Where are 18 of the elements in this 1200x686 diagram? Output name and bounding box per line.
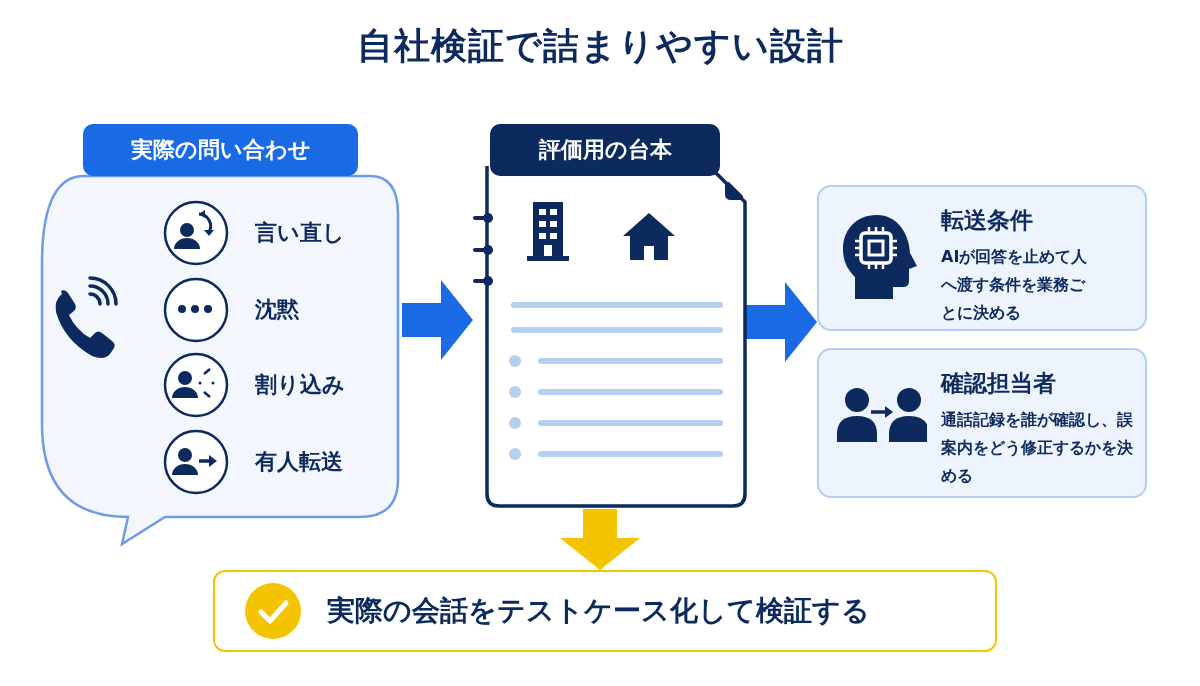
arrow <box>402 280 473 360</box>
card-description: AIが回答を止めて人へ渡す条件を業務ごとに決める <box>941 246 1089 324</box>
arrow <box>746 282 817 362</box>
info-card <box>817 185 1147 331</box>
result-box <box>213 570 997 652</box>
card-heading: 確認担当者 <box>941 369 1056 398</box>
result-text: 実際の会話をテストケース化して検証する <box>327 593 870 629</box>
item-label: 言い直し <box>255 219 345 247</box>
item-label: 沈黙 <box>255 296 299 324</box>
title: 自社検証で詰まりやすい設計 <box>355 24 845 68</box>
heading-tab: 評価用の台本 <box>490 124 720 176</box>
heading-tab: 実際の問い合わせ <box>83 124 358 176</box>
item-label: 有人転送 <box>255 448 343 476</box>
card-heading: 転送条件 <box>941 206 1033 235</box>
info-card <box>817 348 1147 498</box>
item-label: 割り込み <box>255 371 345 399</box>
arrow <box>560 509 640 570</box>
card-description: 通話記録を誰が確認し、誤案内をどう修正するかを決める <box>941 409 1133 487</box>
